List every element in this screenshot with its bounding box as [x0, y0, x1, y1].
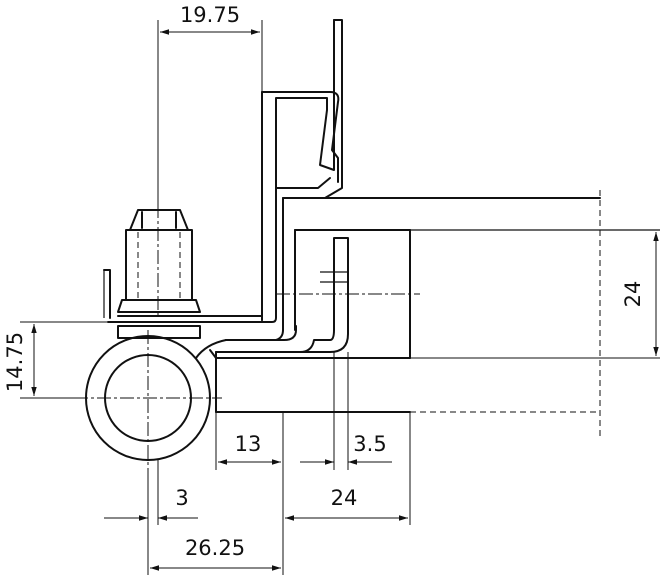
- dimension-label-24-vertical: 24: [621, 281, 645, 308]
- dimension-label-24-horizontal: 24: [331, 486, 358, 510]
- dimension-label-3-5: 3.5: [353, 432, 386, 456]
- dimension-label-14-75: 14.75: [3, 332, 27, 392]
- dimension-lines: [31, 29, 659, 571]
- extension-lines: [20, 20, 660, 575]
- leaf-strap: [215, 237, 420, 359]
- adjustment-screw: [103, 209, 201, 339]
- door-leaf: [215, 190, 601, 438]
- dimension-label-3: 3: [175, 486, 188, 510]
- dimension-label-19-75: 19.75: [180, 3, 240, 27]
- frame-profile: [107, 19, 343, 341]
- leaf-pocket: [294, 229, 660, 359]
- hinge-knuckle: [74, 20, 227, 470]
- dimension-label-26-25: 26.25: [185, 536, 245, 560]
- dimension-label-13: 13: [235, 432, 262, 456]
